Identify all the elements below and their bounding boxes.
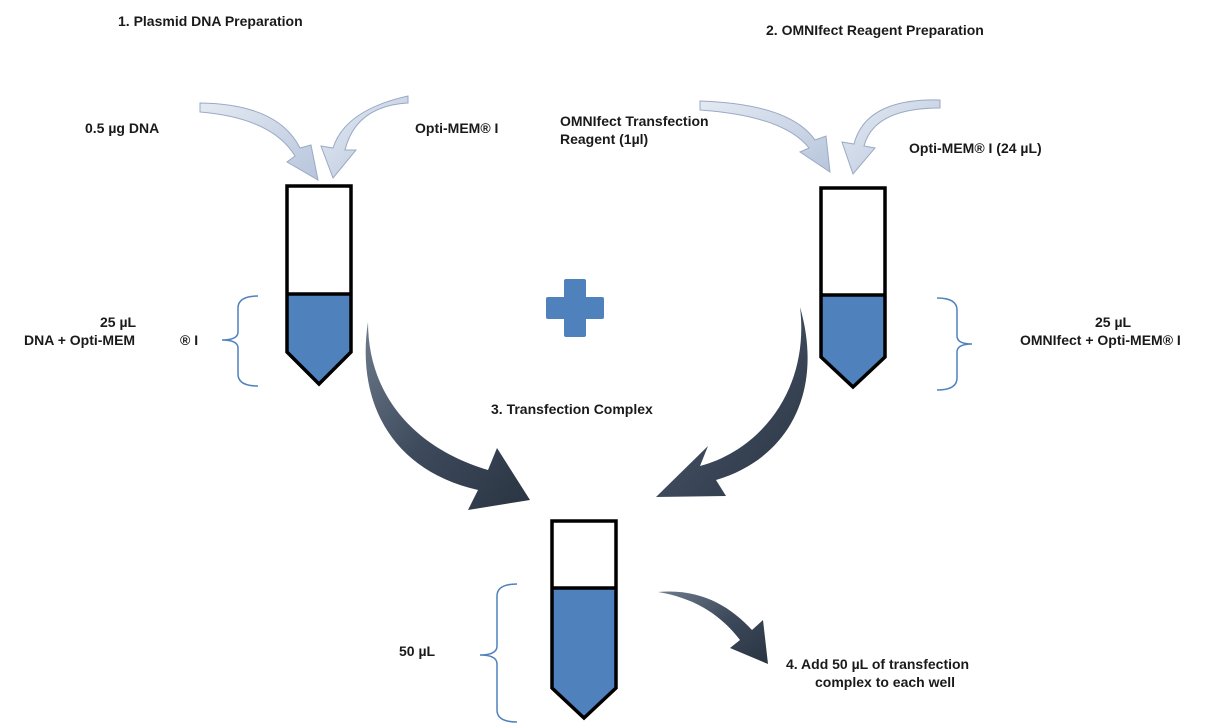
left-volume-reg: ® I: [180, 332, 199, 348]
complex-tube-liquid: [552, 588, 616, 718]
left-volume-desc: DNA + Opti-MEM: [24, 332, 136, 348]
step4-line1: 4. Add 50 µL of transfection: [786, 656, 970, 672]
bottom-volume-bracket: [479, 583, 518, 723]
omnifect-input-arrow: [699, 100, 831, 174]
dna-tube: [285, 184, 353, 387]
omnifect-input-label-1: OMNIfect Transfection: [560, 113, 709, 129]
dna-tube-liquid: [287, 294, 351, 384]
dna-input-arrow: [199, 102, 319, 181]
optimem-left-input-label: Opti-MEM® I: [415, 120, 499, 136]
complex-tube-outline: [550, 519, 618, 721]
left-volume-bracket: [221, 295, 259, 387]
step1-title: 1. Plasmid DNA Preparation: [118, 13, 303, 29]
right-volume-amount: 25 µL: [1095, 314, 1132, 330]
left-to-complex-flow-arrow: [365, 322, 530, 510]
bottom-volume-amount: 50 µL: [399, 643, 436, 659]
to-well-flow-arrow: [658, 591, 768, 664]
right-volume-bracket: [936, 297, 973, 391]
omnifect-tube-liquid: [821, 295, 885, 387]
optimem-right-input-arrow: [841, 99, 941, 175]
step2-title: 2. OMNIfect Reagent Preparation: [766, 22, 984, 38]
plus-icon: [546, 279, 604, 337]
step4-line2: complex to each well: [815, 674, 956, 690]
right-to-complex-flow-arrow: [656, 307, 808, 497]
omnifect-tube-outline: [819, 186, 887, 390]
step3-title: 3. Transfection Complex: [491, 401, 653, 417]
optimem-left-input-arrow: [320, 95, 409, 179]
complex-tube: [550, 519, 618, 721]
right-volume-desc: OMNIfect + Opti-MEM® I: [1020, 332, 1181, 348]
dna-tube-outline: [285, 184, 353, 387]
omnifect-input-label-2: Reagent (1µl): [560, 131, 649, 147]
omnifect-tube: [819, 186, 887, 390]
dna-input-label: 0.5 µg DNA: [85, 120, 160, 136]
left-volume-amount: 25 µL: [100, 314, 137, 330]
optimem-right-input-label: Opti-MEM® I (24 µL): [909, 140, 1042, 156]
